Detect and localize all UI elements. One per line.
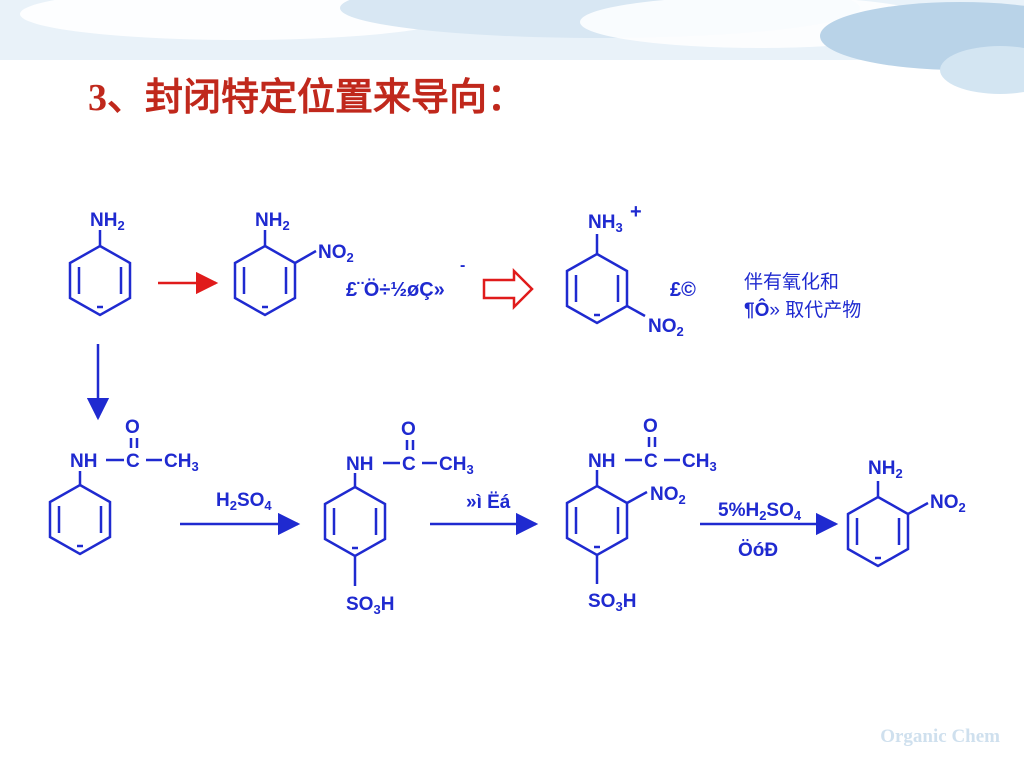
footer-watermark: Organic Chem: [880, 726, 1000, 747]
svg-text:C: C: [644, 451, 658, 472]
svg-text:NO2: NO2: [930, 492, 966, 515]
svg-text:SO3H: SO3H: [346, 594, 394, 617]
svg-text:O: O: [125, 417, 140, 438]
svg-text:NH: NH: [70, 451, 97, 472]
svg-text:NH: NH: [346, 454, 373, 475]
svg-text:NO2: NO2: [650, 484, 686, 507]
m-nitroanilinium-structure: NH3 + NO2: [565, 201, 684, 339]
aniline-structure: NH2: [68, 210, 132, 317]
p-sulfo-acetanilide-structure: NH C O CH3 SO3H: [323, 419, 474, 617]
svg-text:NH: NH: [588, 451, 615, 472]
nh2-label: NH: [90, 210, 117, 231]
note-line-1: 伴有氧化和: [744, 271, 839, 293]
condition-label: ÖóÐ: [738, 540, 778, 561]
slide-title: 3、封闭特定位置来导向：: [88, 77, 526, 119]
benzene-ring: [68, 230, 132, 317]
svg-text:CH3: CH3: [164, 451, 199, 474]
svg-text:C: C: [402, 454, 416, 475]
svg-text:NH2: NH2: [90, 210, 125, 233]
o-nitroaniline-structure: NH2 NO2: [233, 210, 354, 317]
svg-text:SO3H: SO3H: [588, 591, 636, 614]
svg-text:NH2: NH2: [868, 458, 903, 481]
minus-sign: -: [460, 257, 465, 274]
svg-text:NO2: NO2: [318, 242, 354, 265]
svg-text:NO2: NO2: [648, 316, 684, 339]
final-o-nitroaniline-structure: NH2 NO2: [846, 458, 966, 568]
mixed-acid-label: »ì Ëá: [466, 492, 511, 513]
sky-banner: [0, 0, 1024, 94]
note-line-2: ¶Ô» 取代产物: [744, 299, 861, 321]
h2so4-label: H2SO4: [216, 490, 272, 513]
acid-text-right: £©: [670, 279, 696, 301]
svg-text:+: +: [630, 201, 642, 223]
svg-text:CH3: CH3: [682, 451, 717, 474]
acetanilide-structure: NH C O CH3: [48, 417, 199, 556]
reagent-text-top: £¨Ö÷½øÇ»: [346, 278, 445, 301]
hollow-arrow: [482, 267, 534, 311]
svg-text:NH3: NH3: [588, 212, 623, 235]
svg-text:CH3: CH3: [439, 454, 474, 477]
nitro-sulfo-acetanilide-structure: NH C O CH3 NO2 SO3H: [565, 416, 717, 614]
svg-text:O: O: [643, 416, 658, 437]
svg-text:NH2: NH2: [255, 210, 290, 233]
svg-text:O: O: [401, 419, 416, 440]
dilute-acid-label: 5%H2SO4: [718, 500, 802, 523]
svg-text:C: C: [126, 451, 140, 472]
